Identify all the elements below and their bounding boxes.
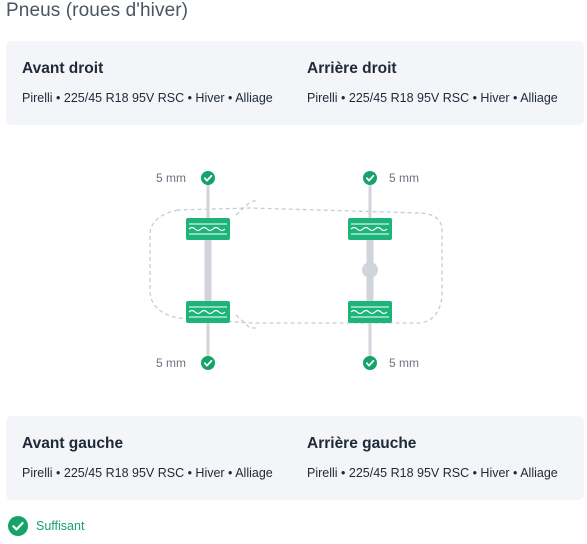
status-legend: Suffisant xyxy=(8,516,84,536)
left-tires-card: Avant gauche Pirelli • 225/45 R18 95V RS… xyxy=(6,416,584,500)
status-label: Suffisant xyxy=(36,519,85,533)
front-right-tire-spec: Pirelli • 225/45 R18 95V RSC • Hiver • A… xyxy=(22,91,273,105)
rear-left-tire xyxy=(348,301,392,323)
front-right-tread-depth: 5 mm xyxy=(156,171,186,185)
rear-right-tire-spec: Pirelli • 225/45 R18 95V RSC • Hiver • A… xyxy=(307,91,558,105)
front-left-tire-spec: Pirelli • 225/45 R18 95V RSC • Hiver • A… xyxy=(22,466,273,480)
car-tire-diagram: 5 mm 5 mm 5 mm 5 mm xyxy=(0,130,587,390)
front-left-check-icon xyxy=(201,356,215,370)
rear-right-tread-depth: 5 mm xyxy=(389,171,419,185)
front-left-tire xyxy=(186,301,230,323)
page-title: Pneus (roues d'hiver) xyxy=(6,0,189,21)
rear-left-tire-label: Arrière gauche xyxy=(307,435,417,452)
rear-left-tire-spec: Pirelli • 225/45 R18 95V RSC • Hiver • A… xyxy=(307,466,558,480)
car-diagram-svg xyxy=(149,171,443,370)
rear-left-check-icon xyxy=(363,356,377,370)
right-tires-card: Avant droit Pirelli • 225/45 R18 95V RSC… xyxy=(6,41,584,125)
rear-right-tire-label: Arrière droit xyxy=(307,60,397,77)
front-left-tread-depth: 5 mm xyxy=(156,356,186,370)
front-right-check-icon xyxy=(201,171,215,185)
axles xyxy=(204,182,374,360)
rear-right-tire xyxy=(348,218,392,240)
rear-right-check-icon xyxy=(363,171,377,185)
rear-differential xyxy=(362,262,378,278)
check-circle-icon xyxy=(8,516,28,536)
car-outline-icon xyxy=(149,199,443,329)
front-right-tire-label: Avant droit xyxy=(22,60,104,77)
front-right-tire xyxy=(186,218,230,240)
rear-left-tread-depth: 5 mm xyxy=(389,356,419,370)
front-left-tire-label: Avant gauche xyxy=(22,435,124,452)
